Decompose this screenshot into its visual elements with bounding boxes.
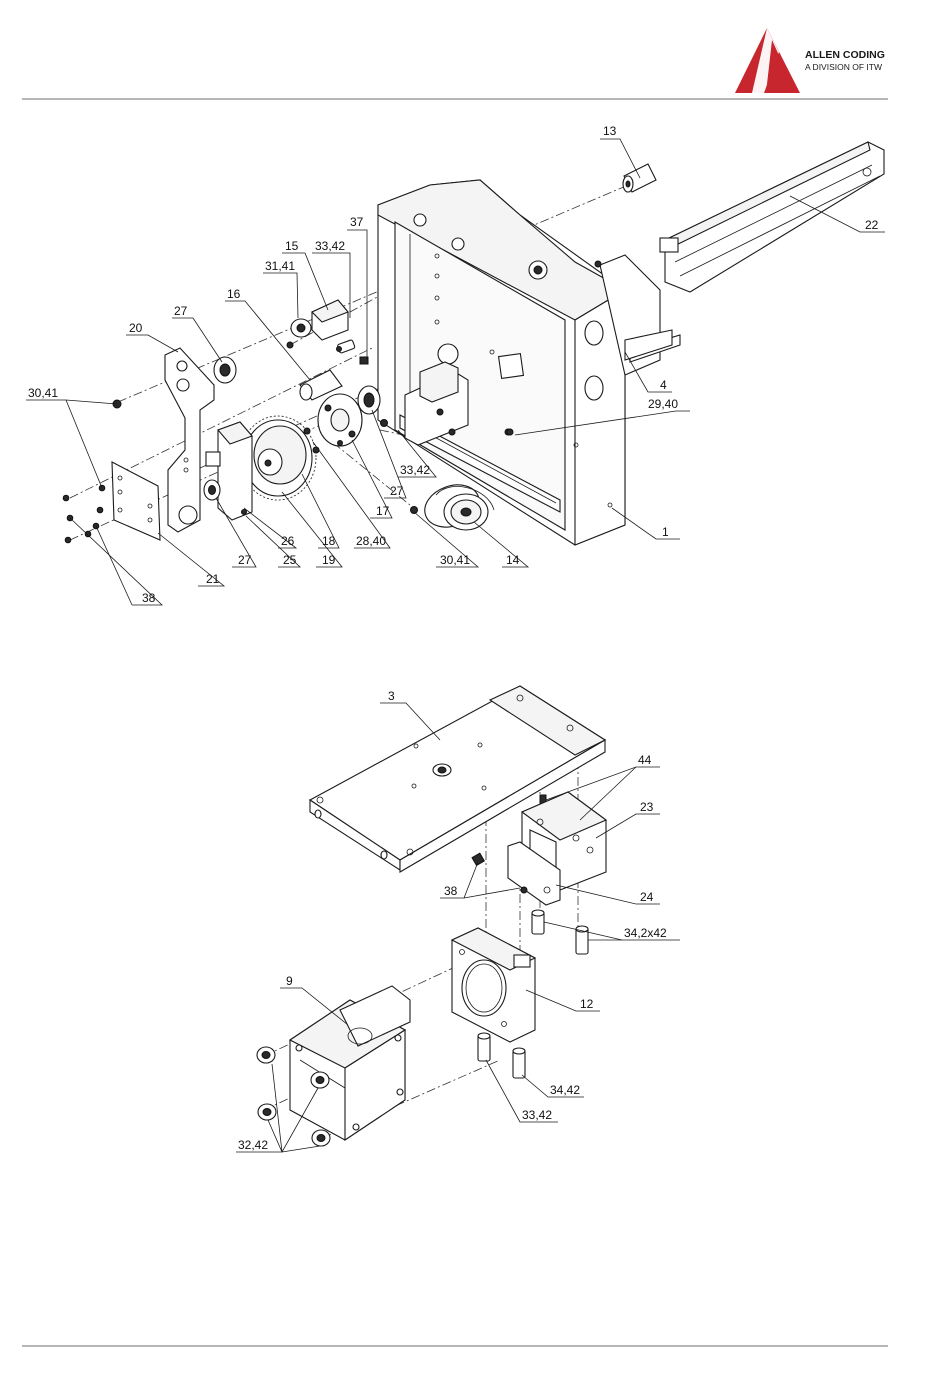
callout-1: 1 bbox=[662, 525, 669, 539]
part-27-bearing-left-small bbox=[204, 480, 220, 500]
callout-4: 4 bbox=[660, 378, 667, 392]
part-33-34-bolts bbox=[478, 1033, 525, 1078]
callout-33-42-lower: 33,42 bbox=[522, 1108, 552, 1122]
callout-22: 22 bbox=[865, 218, 879, 232]
callout-34-2x42: 34,2x42 bbox=[624, 926, 667, 940]
part-38-screw-lower bbox=[472, 853, 484, 865]
callout-28-40: 28,40 bbox=[356, 534, 386, 548]
callout-13: 13 bbox=[603, 124, 617, 138]
callout-21: 21 bbox=[206, 572, 220, 586]
callout-34-42: 34,42 bbox=[550, 1083, 580, 1097]
part-9-stepper-motor bbox=[290, 986, 410, 1140]
part-27-bearing-upper bbox=[214, 357, 236, 383]
callout-38-upper: 38 bbox=[142, 591, 156, 605]
part-34-bolts bbox=[532, 910, 588, 954]
callout-31-41: 31,41 bbox=[265, 259, 295, 273]
part-12-motor-flange bbox=[452, 928, 535, 1042]
callout-38-lower: 38 bbox=[444, 884, 458, 898]
callout-30-41-right: 30,41 bbox=[440, 553, 470, 567]
part-27-bearing-right bbox=[358, 386, 380, 414]
callout-32-42: 32,42 bbox=[238, 1138, 268, 1152]
callout-27-mid: 27 bbox=[390, 484, 404, 498]
callout-3: 3 bbox=[388, 689, 395, 703]
brand-division: A DIVISION OF ITW bbox=[805, 62, 882, 72]
callout-33-42-mid: 33,42 bbox=[400, 463, 430, 477]
callout-25: 25 bbox=[283, 553, 297, 567]
part-15-clamp bbox=[312, 300, 348, 340]
part-13-coupling bbox=[623, 164, 656, 192]
callout-23: 23 bbox=[640, 800, 654, 814]
part-17-flange-bearing bbox=[318, 394, 362, 446]
callout-12: 12 bbox=[580, 997, 594, 1011]
callout-30-41-left: 30,41 bbox=[28, 386, 58, 400]
callout-29-40: 29,40 bbox=[648, 397, 678, 411]
callout-19: 19 bbox=[322, 553, 336, 567]
callout-37: 37 bbox=[350, 215, 364, 229]
callout-33-42-top: 33,42 bbox=[315, 239, 345, 253]
callout-16: 16 bbox=[227, 287, 241, 301]
callout-44: 44 bbox=[638, 753, 652, 767]
part-31-bushing bbox=[287, 319, 311, 348]
part-1-main-frame bbox=[378, 180, 680, 545]
callout-9: 9 bbox=[286, 974, 293, 988]
part-26-gearbox bbox=[206, 422, 252, 520]
callout-14: 14 bbox=[506, 553, 520, 567]
part-22-arm-rail bbox=[660, 142, 884, 292]
upper-assembly: 13 22 37 15 33,42 31,41 16 27 20 30,41 4… bbox=[26, 124, 885, 605]
callout-27-upper: 27 bbox=[174, 304, 188, 318]
callout-27-lower: 27 bbox=[238, 553, 252, 567]
part-21-plate bbox=[112, 462, 160, 540]
part-20-lever bbox=[165, 348, 214, 532]
allen-coding-logo bbox=[735, 28, 800, 93]
callout-26: 26 bbox=[281, 534, 295, 548]
callout-20: 20 bbox=[129, 321, 143, 335]
callout-15: 15 bbox=[285, 239, 299, 253]
brand-name: ALLEN CODING bbox=[805, 49, 885, 61]
callout-24: 24 bbox=[640, 890, 654, 904]
brand-header: ALLEN CODING A DIVISION OF ITW bbox=[735, 28, 885, 93]
part-38-screws bbox=[63, 485, 105, 543]
callout-18: 18 bbox=[322, 534, 336, 548]
callout-17: 17 bbox=[376, 504, 390, 518]
lower-assembly: 3 44 23 38 24 34,2x42 9 12 34,42 33,42 3… bbox=[236, 686, 680, 1152]
